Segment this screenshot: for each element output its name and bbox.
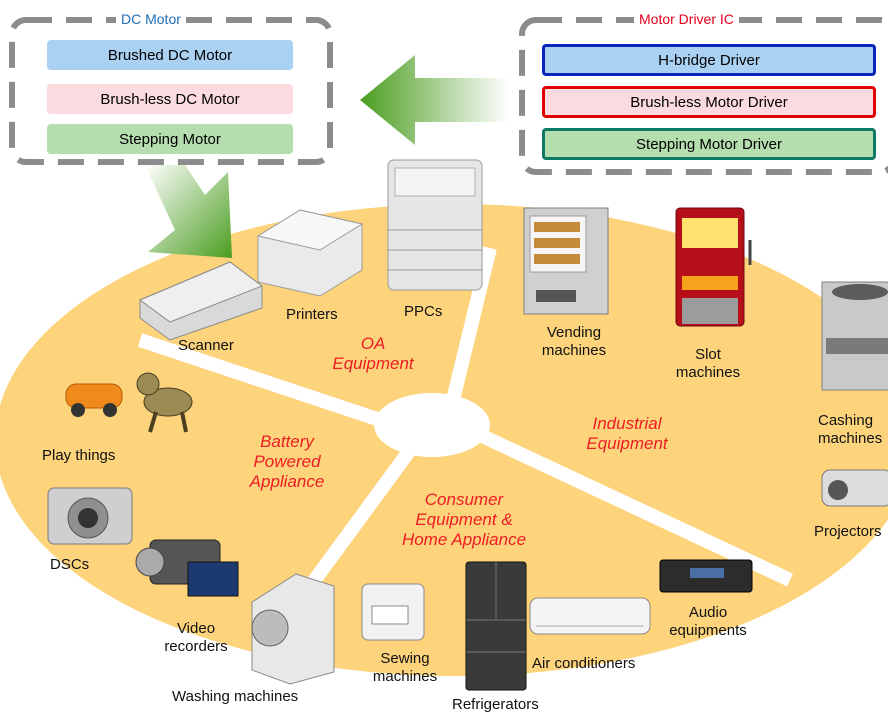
cashing-machine-icon — [821, 281, 888, 391]
slot-machine-icon — [675, 207, 752, 327]
projector-icon — [821, 469, 888, 507]
label-play-things: Play things — [42, 447, 116, 464]
sewing-machine-icon — [361, 583, 425, 641]
toy-car-icon — [65, 383, 123, 417]
brushless-dc-motor-chip: Brush-less DC Motor — [47, 84, 293, 114]
robot-dog-icon — [136, 372, 193, 433]
ellipse-dividers — [137, 246, 793, 605]
air-conditioner-icon — [529, 597, 651, 635]
label-scanner: Scanner — [178, 337, 234, 354]
printer-icon — [256, 209, 364, 297]
down-arrow-icon — [145, 165, 232, 258]
h-bridge-driver-chip: H-bridge Driver — [542, 44, 876, 76]
left-arrow-icon — [360, 55, 508, 145]
driver-ic-title: Motor Driver IC — [634, 11, 739, 27]
label-projectors: Projectors — [814, 523, 882, 540]
video-recorder-icon — [135, 539, 239, 597]
vending-machine-icon — [523, 207, 609, 315]
stepping-motor-driver-chip: Stepping Motor Driver — [542, 128, 876, 160]
center-hub — [374, 393, 490, 457]
dc-motor-title: DC Motor — [116, 11, 186, 27]
brushless-motor-driver-chip: Brush-less Motor Driver — [542, 86, 876, 118]
washing-machine-icon — [251, 573, 335, 685]
ppc-icon — [387, 159, 483, 291]
label-dscs: DSCs — [50, 556, 90, 573]
label-washing: Washing machines — [172, 688, 299, 705]
label-ppcs: PPCs — [404, 303, 443, 320]
label-air-conditioners: Air conditioners — [532, 655, 636, 672]
stepping-motor-chip: Stepping Motor — [47, 124, 293, 154]
brushed-dc-motor-chip: Brushed DC Motor — [47, 40, 293, 70]
camera-icon — [47, 487, 133, 545]
label-printers: Printers — [286, 306, 338, 323]
label-refrigerators: Refrigerators — [452, 696, 539, 713]
refrigerator-icon — [465, 561, 527, 691]
audio-equipment-icon — [659, 559, 753, 593]
scanner-icon — [138, 261, 264, 341]
